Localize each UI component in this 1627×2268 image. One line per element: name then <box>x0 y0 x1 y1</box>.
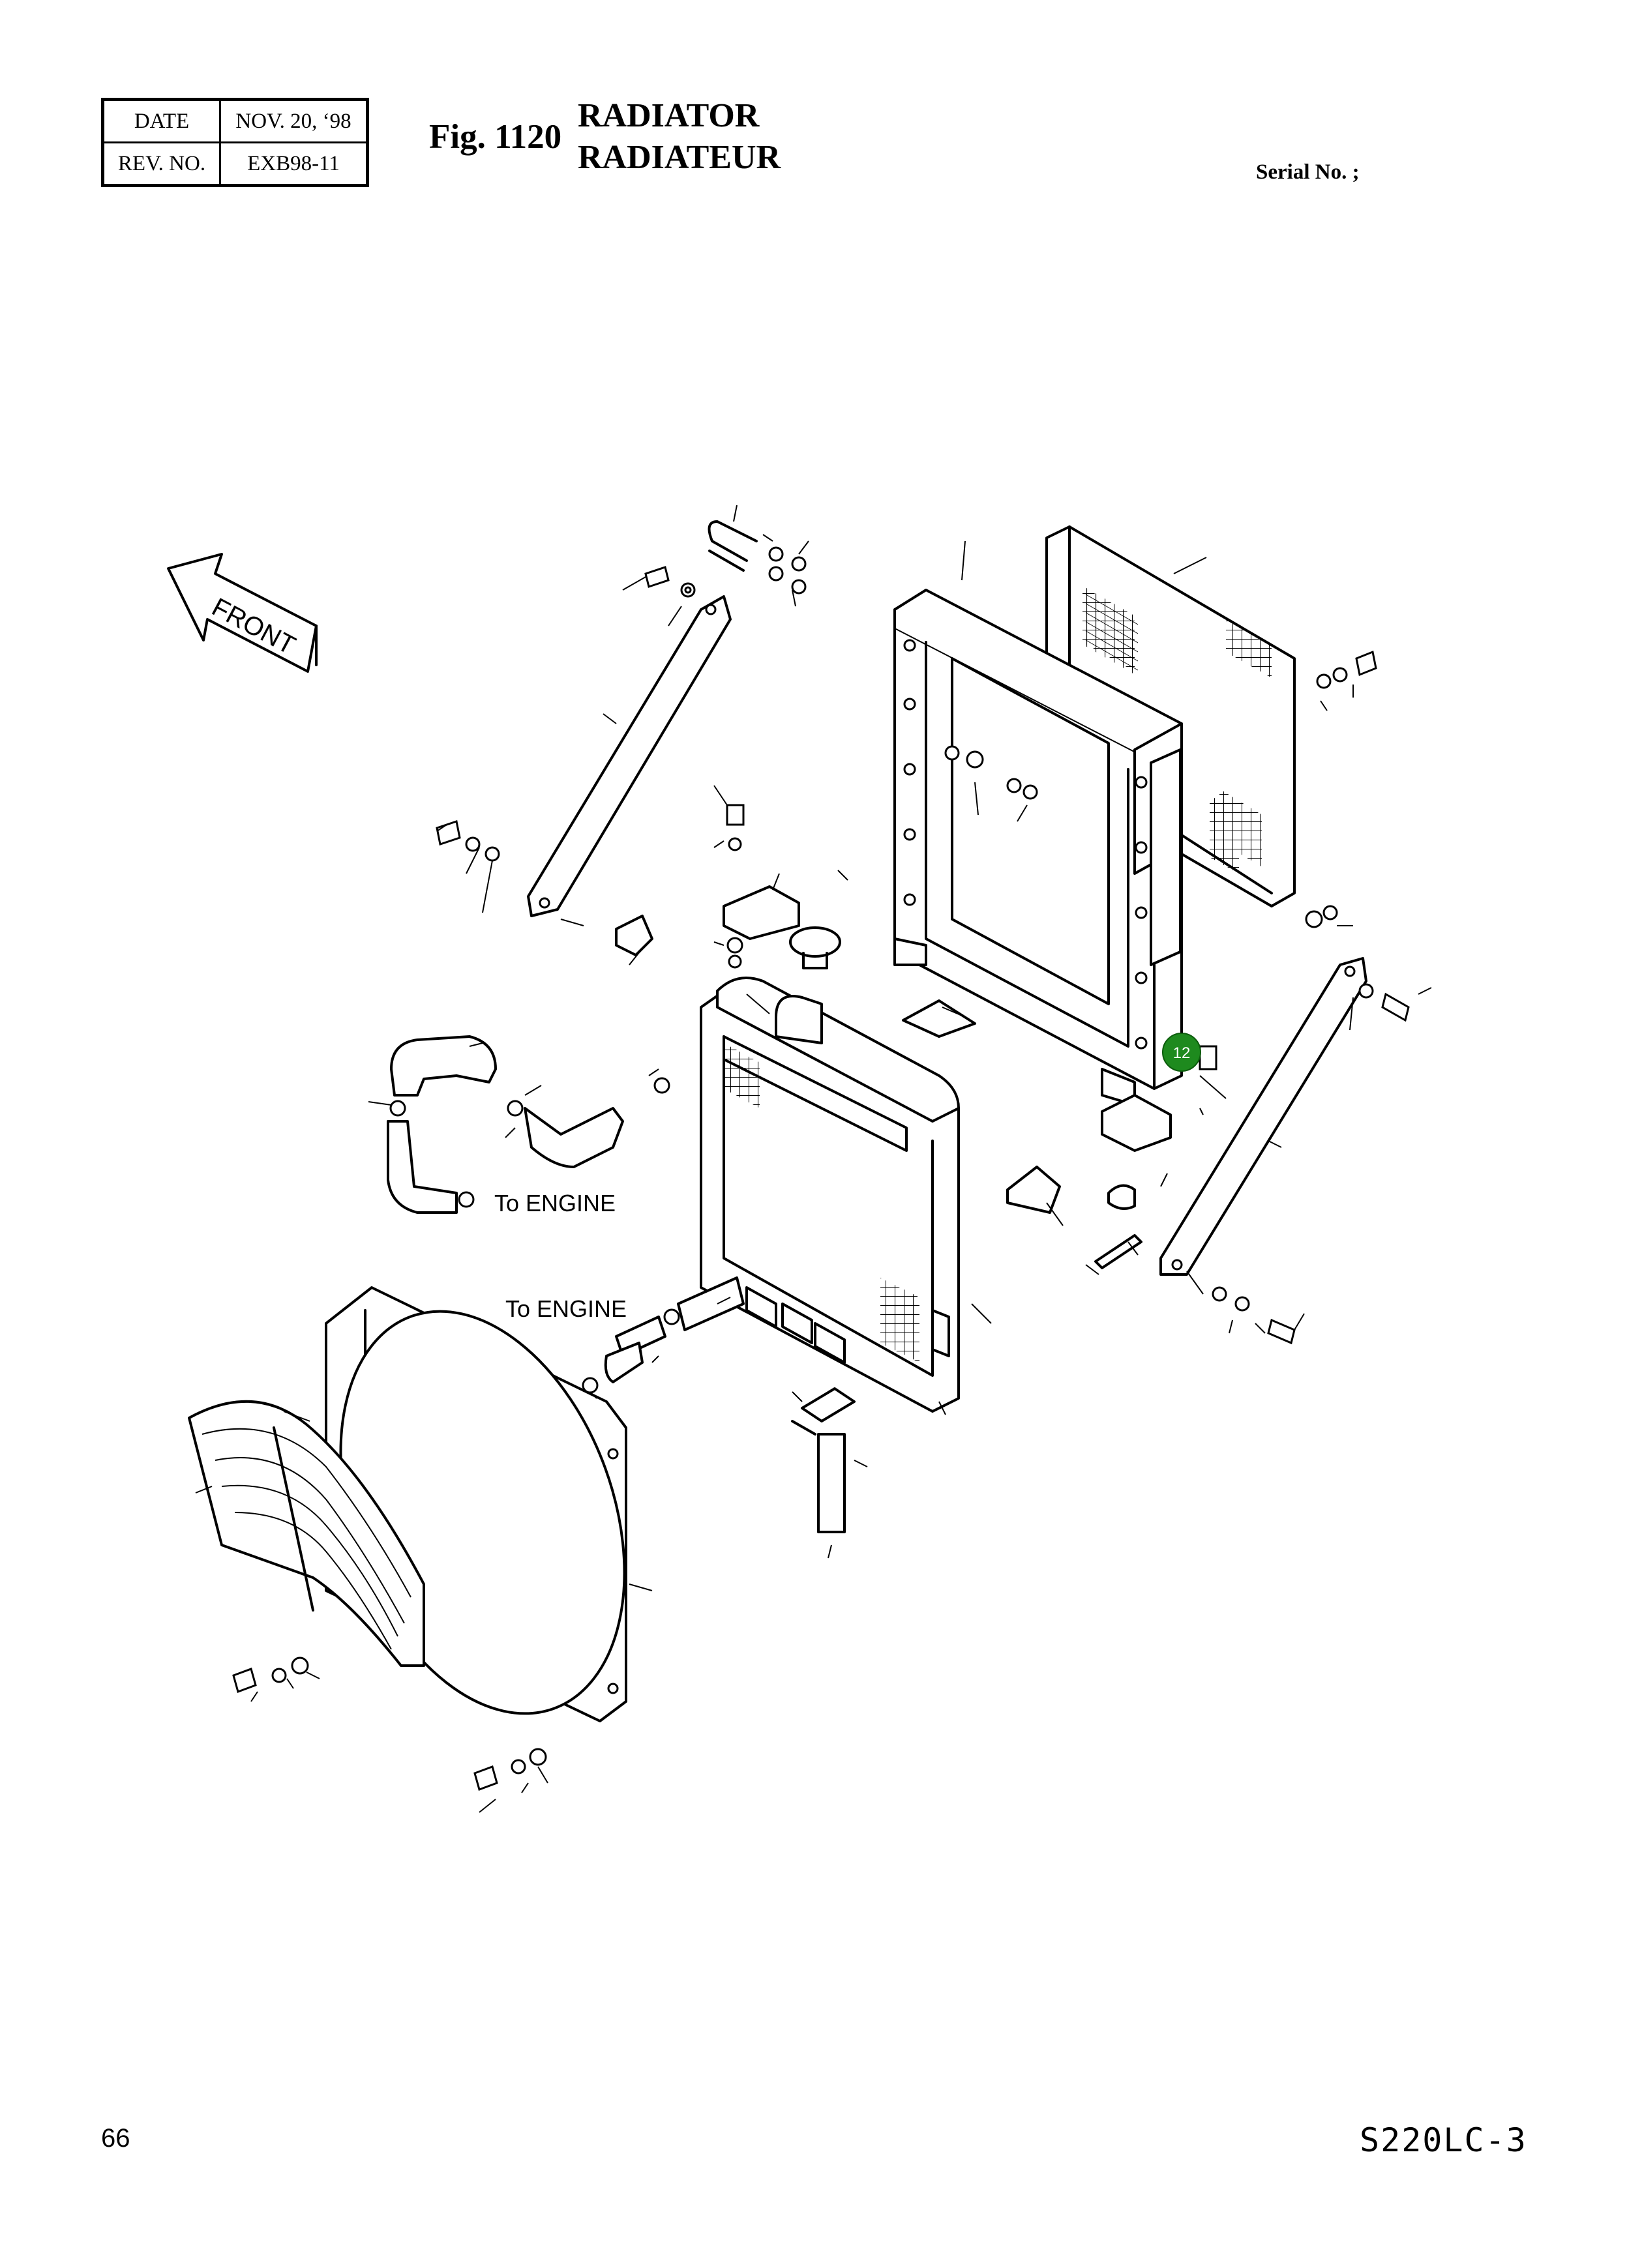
rev-row: REV. NO. EXB98-11 <box>102 141 368 186</box>
model-number: S220LC-3 <box>1360 2121 1527 2159</box>
date-value: NOV. 20, ‘98 <box>219 98 368 143</box>
mount-brackets <box>615 885 1172 1269</box>
leader-lines <box>195 505 1432 1813</box>
date-label: DATE <box>102 98 221 143</box>
figure-title-en: RADIATOR <box>578 97 760 134</box>
serial-number-label: Serial No. ; <box>1256 160 1360 184</box>
date-row: DATE NOV. 20, ‘98 <box>102 98 368 143</box>
radiator-core <box>700 977 960 1413</box>
stay-left <box>527 595 732 917</box>
figure-title-fr: RADIATEUR <box>578 139 781 176</box>
u-bolt <box>708 520 758 572</box>
to-engine-label-2: To ENGINE <box>505 1295 627 1322</box>
fan-guard <box>188 1400 425 1667</box>
drain-cock <box>791 1387 856 1533</box>
figure-number: Fig. 1120 <box>429 118 562 156</box>
callout-number: 12 <box>1173 1044 1191 1062</box>
side-panel <box>1150 748 1239 966</box>
revision-table: DATE NOV. 20, ‘98 REV. NO. EXB98-11 <box>101 98 369 187</box>
radiator-cap <box>789 926 841 969</box>
upper-hose-assembly <box>387 1035 624 1214</box>
to-engine-label-1: To ENGINE <box>494 1190 616 1216</box>
lower-hose-assembly <box>604 1276 745 1383</box>
front-arrow: FRONT <box>167 553 318 673</box>
rev-label: REV. NO. <box>102 141 221 186</box>
callout-badge-12[interactable]: 12 <box>1162 1033 1201 1072</box>
stay-right <box>1159 957 1367 1276</box>
fasteners <box>232 546 1410 1791</box>
page-number: 66 <box>101 2124 130 2153</box>
rev-value: EXB98-11 <box>219 141 368 186</box>
